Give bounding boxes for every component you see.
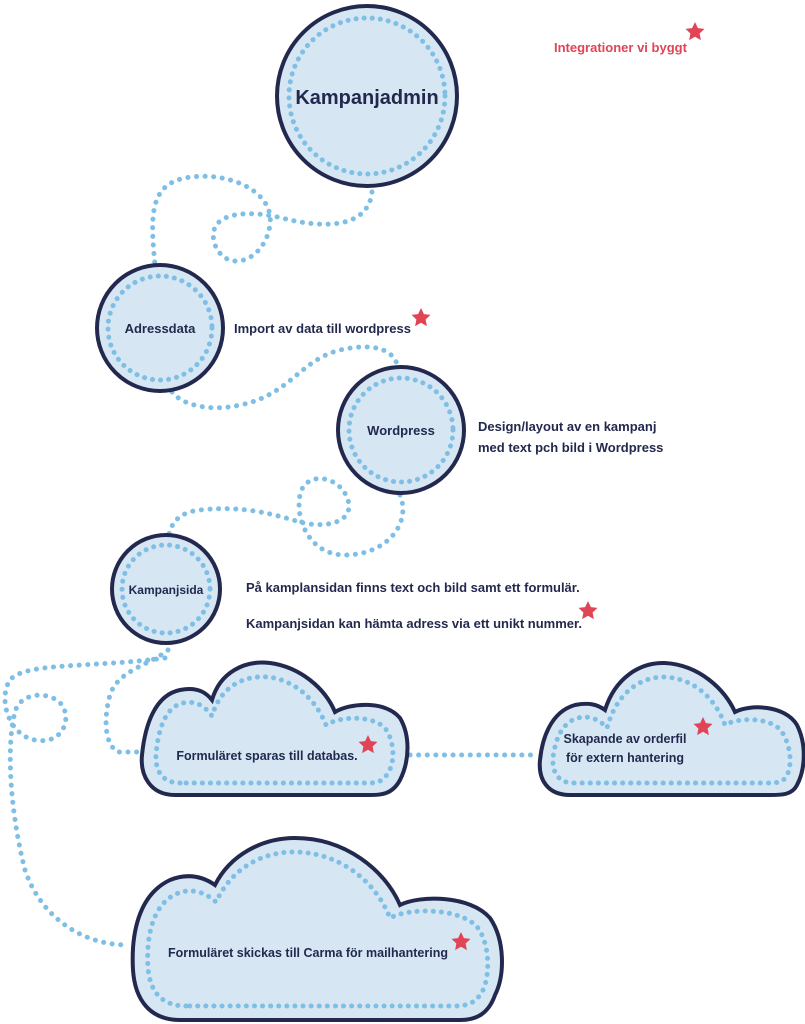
connector-wordpress-kampanjsida bbox=[165, 476, 406, 558]
note-kampanjsida-line1: På kamplansidan finns text och bild samt… bbox=[246, 580, 580, 595]
node-label-wordpress: Wordpress bbox=[367, 423, 435, 438]
node-kampanjadmin: Kampanjadmin bbox=[275, 4, 459, 188]
node-label-adressdata: Adressdata bbox=[125, 321, 197, 336]
node-label-kampanjsida: Kampanjsida bbox=[129, 583, 204, 597]
node-label-orderfil-line2: för extern hantering bbox=[566, 751, 684, 765]
note-design-line1: Design/layout av en kampanj bbox=[478, 419, 656, 434]
star-icon-import bbox=[411, 308, 431, 327]
node-databas-cloud: Formuläret sparas till databas. bbox=[139, 660, 410, 797]
node-label-databas: Formuläret sparas till databas. bbox=[176, 749, 357, 763]
node-kampanjsida: Kampanjsida bbox=[110, 533, 222, 645]
connector-kampanjsida-databas bbox=[103, 647, 171, 755]
node-label-carma: Formuläret skickas till Carma för mailha… bbox=[168, 946, 448, 960]
node-carma-cloud: Formuläret skickas till Carma för mailha… bbox=[130, 835, 504, 1022]
legend-label: Integrationer vi byggt bbox=[554, 40, 688, 55]
note-kampanjsida-line2: Kampanjsidan kan hämta adress via ett un… bbox=[246, 616, 582, 631]
note-import: Import av data till wordpress bbox=[234, 321, 411, 336]
connector-paths bbox=[2, 173, 541, 948]
node-label-orderfil-line1: Skapande av orderfil bbox=[564, 732, 687, 746]
connector-kampanjadmin-adressdata bbox=[150, 173, 375, 268]
note-design-line2: med text pch bild i Wordpress bbox=[478, 440, 663, 455]
node-label-kampanjadmin: Kampanjadmin bbox=[295, 87, 438, 109]
connector-adressdata-wordpress bbox=[169, 344, 401, 411]
node-orderfil-cloud: Skapande av orderfil för extern hanterin… bbox=[537, 660, 805, 797]
node-wordpress: Wordpress bbox=[336, 365, 466, 495]
node-adressdata: Adressdata bbox=[95, 263, 225, 393]
connector-kampanjsida-carma bbox=[2, 655, 168, 948]
legend-star-icon bbox=[685, 22, 705, 41]
